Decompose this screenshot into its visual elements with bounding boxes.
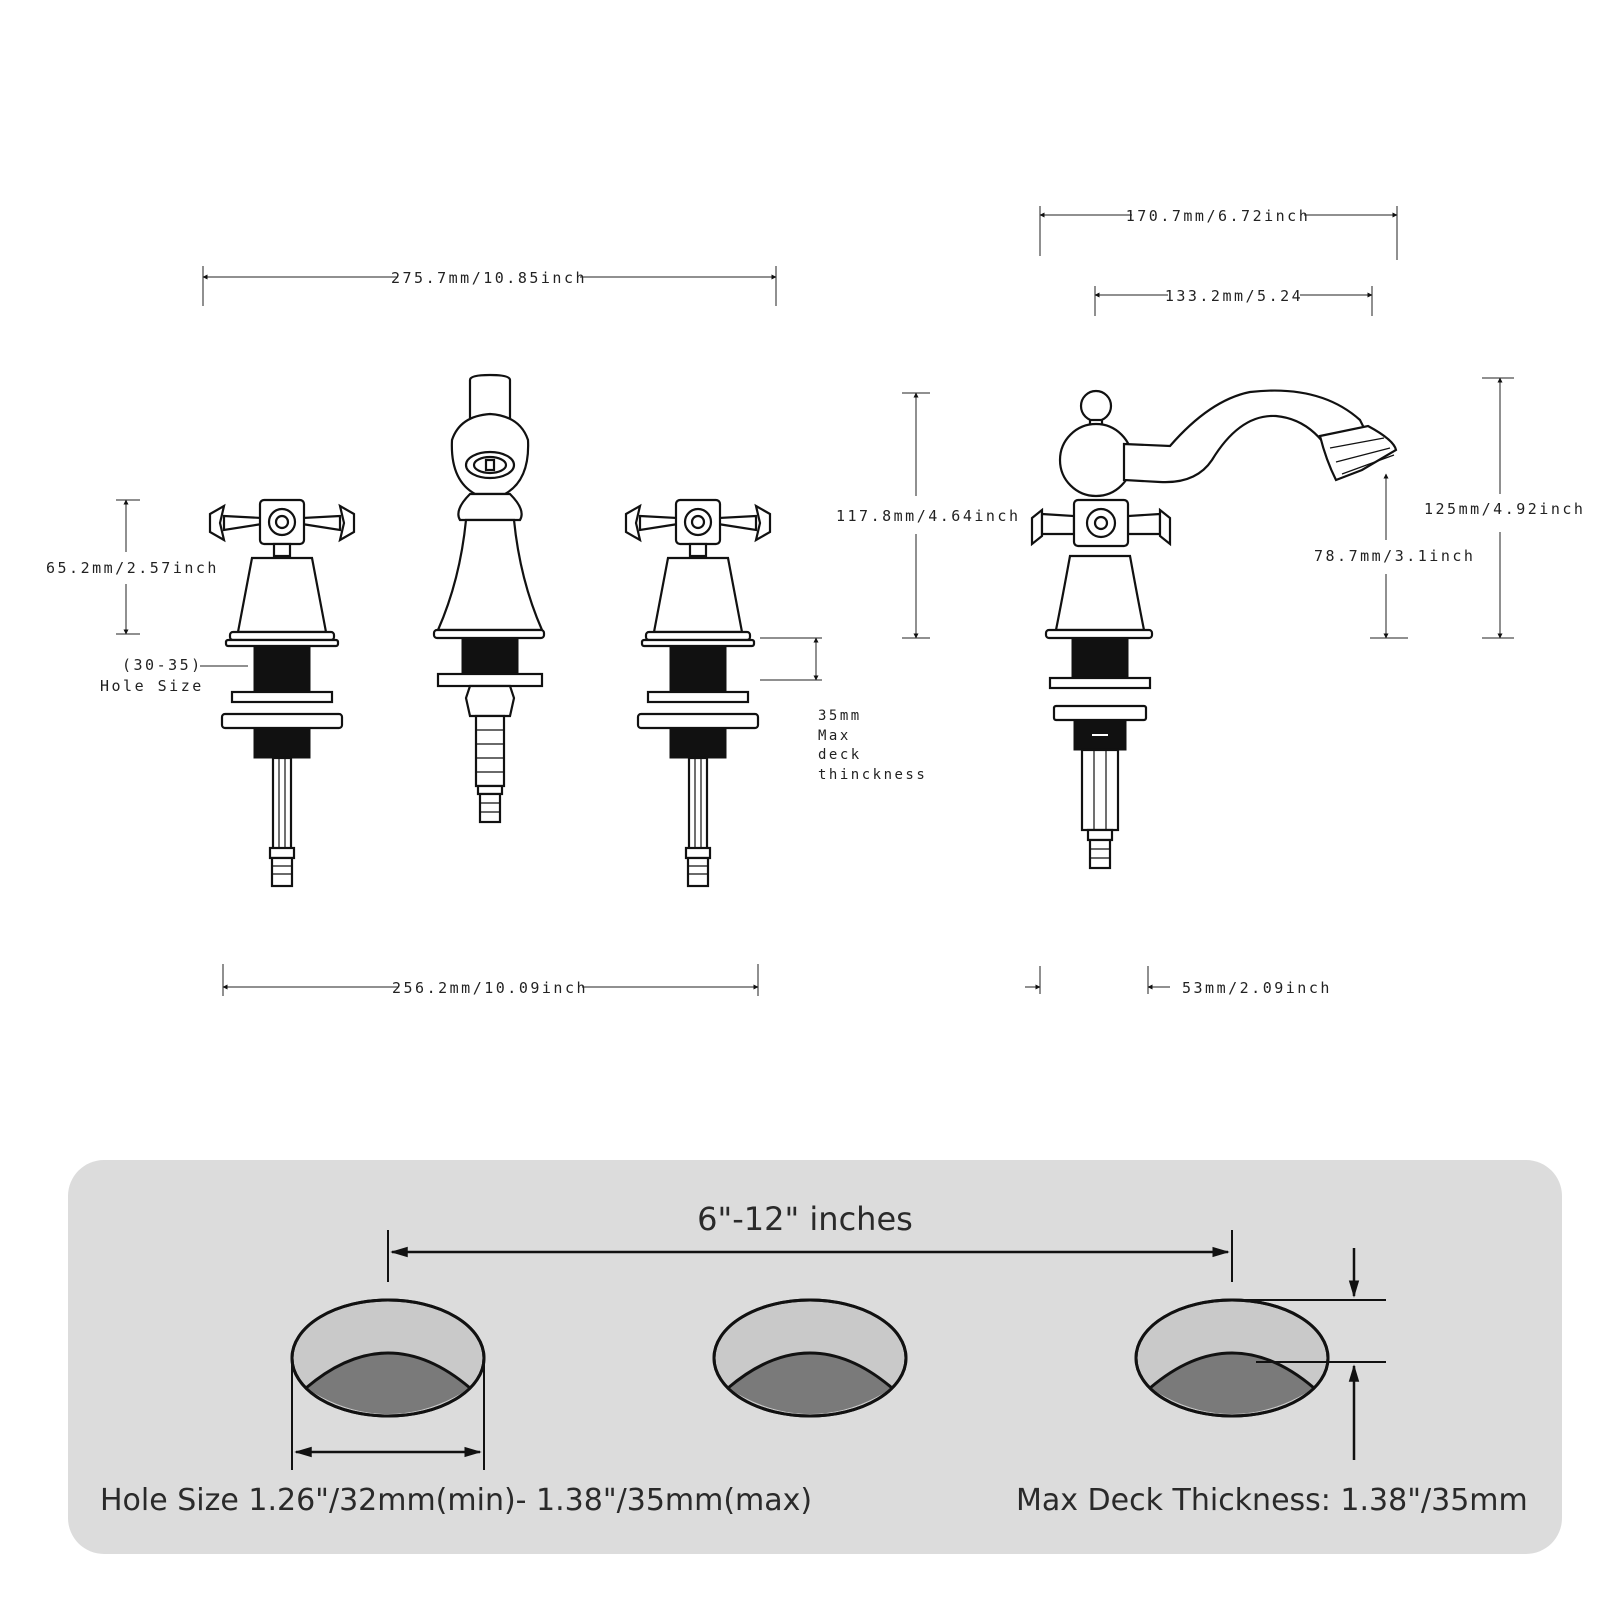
front-width-dimension-bottom: 256.2mm/10.09inch: [222, 964, 759, 997]
hole-size-callout: (30-35) Hole Size: [100, 656, 248, 695]
deck-thickness-label: Max Deck Thickness: 1.38"/35mm: [1016, 1483, 1528, 1518]
base-width-label: 53mm/2.09inch: [1182, 979, 1332, 997]
outlet-height-label: 78.7mm/3.1inch: [1314, 547, 1475, 565]
front-width-dimension-top: 275.7mm/10.85inch: [202, 266, 777, 306]
base-width-dimension: 53mm/2.09inch: [1025, 966, 1332, 997]
total-height-label: 125mm/4.92inch: [1424, 500, 1585, 518]
deck-line-3: deck: [818, 747, 862, 763]
total-height-dimension: 125mm/4.92inch: [1424, 377, 1585, 639]
deck-line-4: thinckness: [818, 767, 927, 783]
outlet-height-dimension: 78.7mm/3.1inch: [1314, 473, 1475, 639]
spout-front: [432, 373, 546, 824]
left-handle: [208, 498, 356, 888]
deck-thickness-callout: 35mm Max deck thinckness: [760, 637, 927, 783]
hole-middle: [712, 1298, 908, 1418]
reach-spout-dimension: 133.2mm/5.24: [1094, 286, 1373, 316]
deck-line-2: Max: [818, 728, 851, 744]
reach-total-dimension: 170.7mm/6.72inch: [1039, 206, 1398, 260]
hole-size-word-label: Hole Size: [100, 677, 204, 695]
front-width-top-label: 275.7mm/10.85inch: [391, 269, 587, 287]
hole-right: [1134, 1298, 1330, 1418]
deck-line-1: 35mm: [818, 708, 862, 724]
spacing-label: 6"-12" inches: [697, 1200, 913, 1238]
installation-panel: 6"-12" inches Hole Size: [68, 1160, 1562, 1554]
hole-left: [290, 1298, 486, 1418]
hole-size-label: Hole Size 1.26"/32mm(min)- 1.38"/35mm(ma…: [100, 1483, 812, 1518]
hole-size-range-label: (30-35): [122, 656, 203, 674]
spout-height-dimension: 117.8mm/4.64inch: [836, 392, 1021, 639]
spout-height-label: 117.8mm/4.64inch: [836, 507, 1021, 525]
faucet-side-body: [1030, 389, 1398, 870]
side-view: 170.7mm/6.72inch 133.2mm/5.24: [1025, 206, 1585, 997]
reach-spout-label: 133.2mm/5.24: [1165, 287, 1303, 305]
front-width-bottom-label: 256.2mm/10.09inch: [392, 979, 588, 997]
front-view: 275.7mm/10.85inch: [46, 266, 1021, 997]
deck-thickness-arrows: [1232, 1248, 1386, 1460]
handle-height-dimension: 65.2mm/2.57inch: [46, 499, 219, 635]
handle-height-label: 65.2mm/2.57inch: [46, 559, 219, 577]
right-handle: [624, 498, 772, 888]
reach-total-label: 170.7mm/6.72inch: [1126, 207, 1311, 225]
hole-size-arrow: [291, 1358, 485, 1470]
